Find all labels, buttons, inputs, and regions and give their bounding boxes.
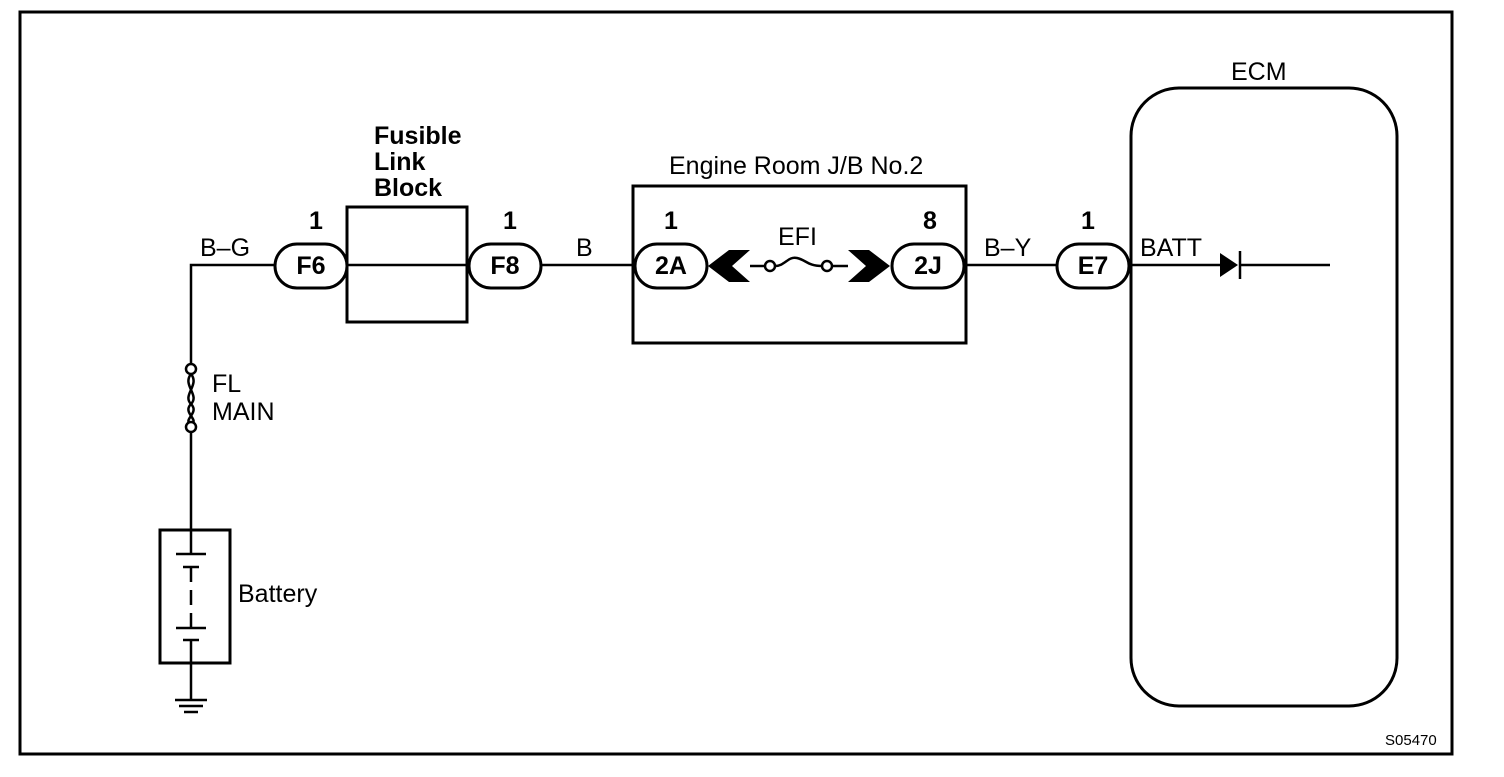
efi-fuse-icon	[708, 250, 890, 282]
efi-label: EFI	[778, 223, 817, 251]
ecm-label: ECM	[1231, 58, 1287, 86]
fusible-link-block-label-line2: Link	[374, 148, 425, 176]
engine-room-jb-label: Engine Room J/B No.2	[669, 152, 923, 180]
connector-2j: 2J 8	[890, 207, 966, 290]
connector-f6: F6 1	[273, 207, 349, 290]
connector-2a-pin: 1	[664, 207, 678, 235]
connector-f6-id: F6	[296, 252, 325, 280]
battery-icon	[176, 530, 206, 663]
batt-label: BATT	[1140, 234, 1202, 262]
ecm-box	[1129, 86, 1399, 708]
fl-main-label-line1: FL	[212, 370, 241, 398]
wire-bg-segment	[189, 263, 276, 369]
connector-2j-id: 2J	[914, 252, 942, 280]
wire-b-label: B	[576, 234, 593, 262]
fusible-link-block-label-line1: Fusible	[374, 122, 462, 150]
wire-bg-label: B–G	[200, 234, 250, 262]
fusible-link-block-label-line3: Block	[374, 174, 442, 202]
diagram-frame	[18, 10, 1454, 756]
ground-icon	[175, 698, 207, 714]
connector-f8-id: F8	[490, 252, 519, 280]
connector-f8-pin: 1	[503, 207, 517, 235]
connector-e7-pin: 1	[1081, 207, 1095, 235]
diode-icon	[1220, 251, 1242, 279]
connector-2a-id: 2A	[655, 252, 687, 280]
battery-label: Battery	[238, 580, 318, 608]
wire-by-label: B–Y	[984, 234, 1032, 262]
ground-and-battery-circuit	[158, 263, 276, 714]
fl-main-label-line2: MAIN	[212, 398, 275, 426]
connector-e7-id: E7	[1078, 252, 1109, 280]
battery-box	[158, 528, 232, 665]
figure-code: S05470	[1385, 732, 1437, 749]
fl-main-fuse-icon	[184, 362, 198, 434]
connector-f8: F8 1	[467, 207, 543, 290]
connector-e7: E7 1	[1055, 207, 1131, 290]
connector-2j-pin: 8	[923, 207, 937, 235]
connector-f6-pin: 1	[309, 207, 323, 235]
connector-2a: 2A 1	[633, 207, 709, 290]
